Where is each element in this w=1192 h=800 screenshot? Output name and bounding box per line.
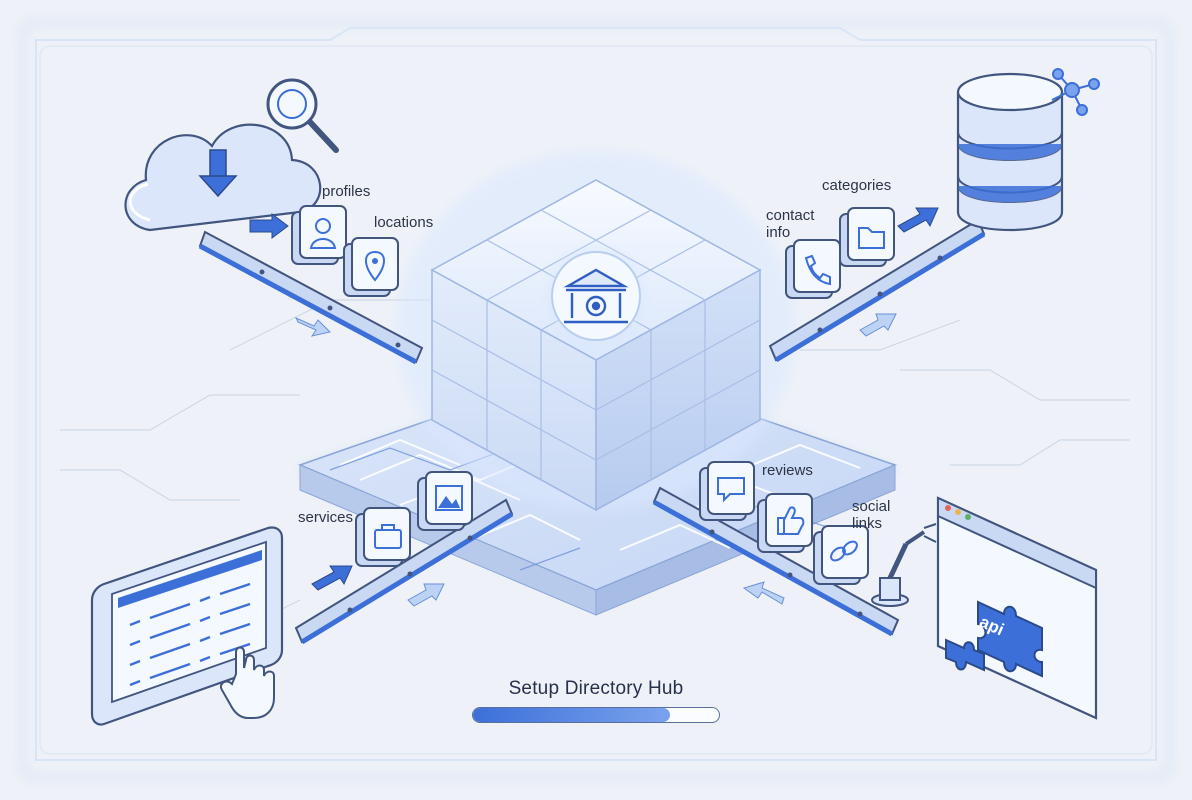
setup-progress-bar — [472, 707, 720, 723]
bank-gear-icon — [563, 268, 629, 324]
briefcase-icon — [355, 507, 411, 567]
user-icon — [291, 205, 347, 265]
network-node-icon — [1051, 68, 1100, 116]
arrow-icon — [859, 313, 897, 337]
arrow-icon — [407, 583, 445, 607]
label-services: services — [298, 509, 354, 526]
phone-icon — [785, 239, 841, 299]
robot-arm-icon — [871, 523, 937, 607]
label-contact-info: contact info — [766, 207, 815, 241]
thumbs-up-icon — [757, 493, 813, 553]
cloud-download-icon — [124, 123, 322, 232]
label-reviews: reviews — [762, 462, 813, 479]
arrow-icon — [742, 581, 785, 605]
image-icon — [417, 471, 473, 531]
arrow-icon — [897, 207, 939, 233]
hub-title: Setup Directory Hub — [508, 678, 684, 699]
chat-icon — [699, 461, 755, 521]
link-icon — [813, 525, 869, 585]
magnifier-icon — [266, 78, 339, 153]
label-locations: locations — [374, 214, 434, 231]
folder-icon — [839, 207, 895, 267]
arrow-icon — [294, 316, 331, 337]
setup-progress-fill — [473, 708, 670, 722]
puzzle-icon — [945, 600, 1043, 678]
label-profiles: profiles — [322, 183, 371, 200]
arrow-icon — [311, 565, 353, 591]
conveyor-top-right — [768, 218, 986, 363]
data-cube-stack — [396, 150, 796, 512]
location-pin-icon — [343, 237, 399, 297]
label-social-links: social links — [852, 498, 891, 532]
database-icon — [956, 72, 1064, 231]
hand-pointer-icon — [220, 646, 275, 719]
label-categories: categories — [822, 177, 892, 194]
tablet-icon — [90, 526, 284, 726]
conveyor-bottom-left — [294, 498, 514, 645]
arrow-icon — [249, 213, 289, 239]
conveyor-top-left — [198, 230, 424, 365]
